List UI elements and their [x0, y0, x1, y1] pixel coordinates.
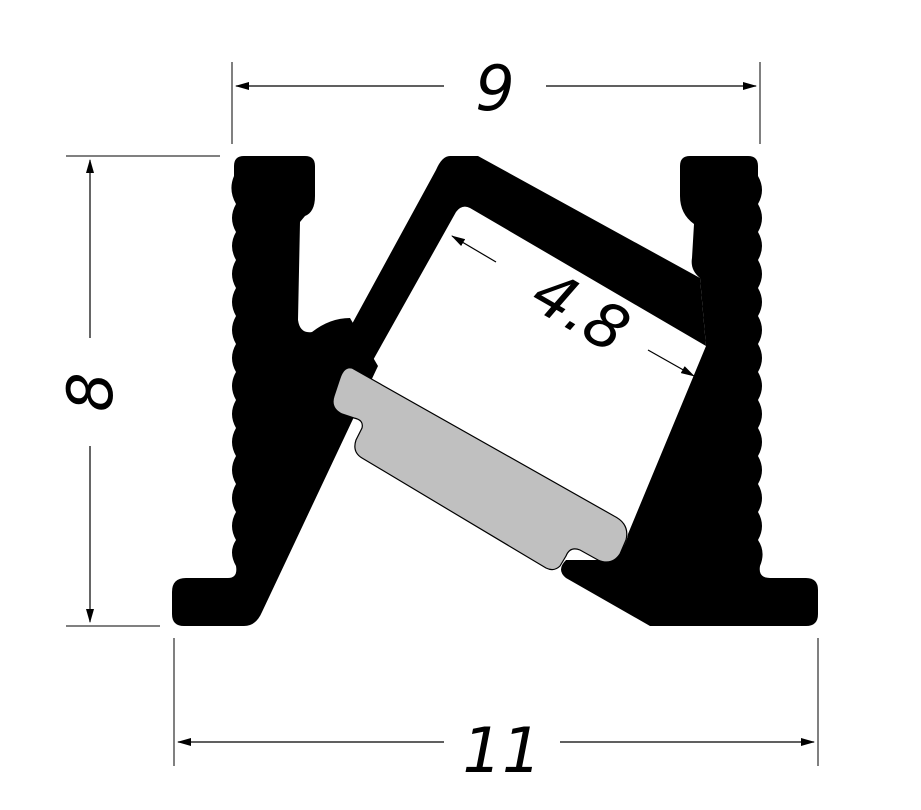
- diffuser: [332, 367, 628, 571]
- top-width-label: 9: [475, 52, 514, 125]
- dimension-height: 8: [54, 155, 220, 627]
- right-wall: [561, 156, 818, 626]
- dimension-bottom-width: 11: [173, 638, 819, 787]
- dimension-top-width: 9: [231, 52, 761, 144]
- bottom-width-label: 11: [463, 714, 542, 787]
- left-wall: [172, 156, 378, 626]
- slanted-housing: [352, 156, 706, 362]
- height-label: 8: [54, 372, 127, 411]
- aluminium-profile: [172, 156, 818, 626]
